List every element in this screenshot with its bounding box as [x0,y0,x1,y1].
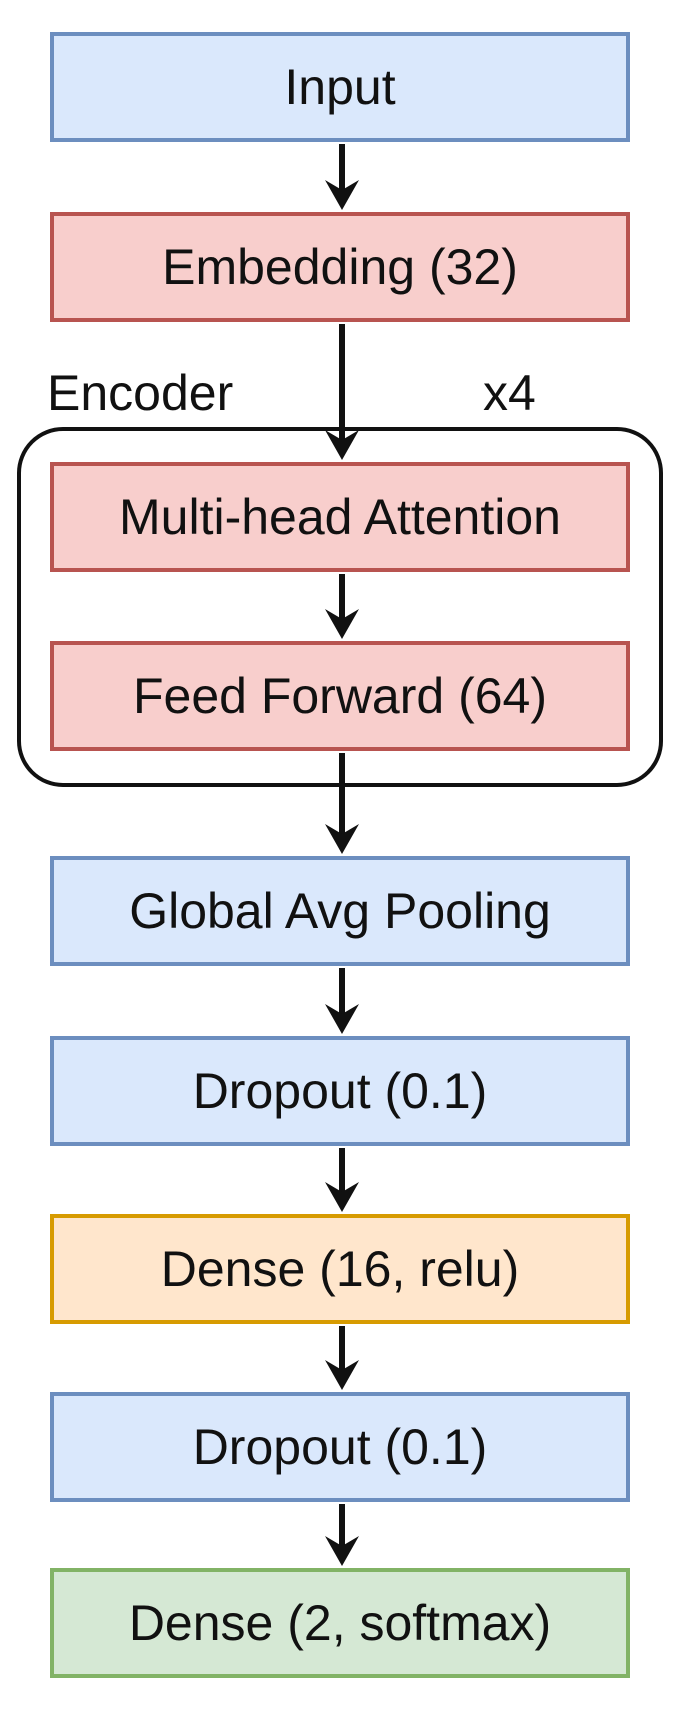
embedding-node: Embedding (32) [50,212,630,322]
multi-head-attention-node: Multi-head Attention [50,462,630,572]
edge-arrowhead-input-to-embedding [325,180,359,210]
dense-softmax-node: Dense (2, softmax) [50,1568,630,1678]
edge-arrowhead-dropout_1-to-dense_relu [325,1182,359,1212]
input-node: Input [50,32,630,142]
dropout-node-2: Dropout (0.1) [50,1392,630,1502]
dense-relu-node: Dense (16, relu) [50,1214,630,1324]
edge-arrowhead-dropout_2-to-dense_softmax [325,1536,359,1566]
repeat-count-label: x4 [483,365,536,421]
edge-arrowhead-dense_relu-to-dropout_2 [325,1360,359,1390]
edge-arrowhead-feed_forward-to-global_avg_pooling [325,824,359,854]
edge-arrowhead-global_avg_pooling-to-dropout_1 [325,1004,359,1034]
dropout-node-1: Dropout (0.1) [50,1036,630,1146]
encoder-label: Encoder [47,365,234,421]
global-avg-pooling-node: Global Avg Pooling [50,856,630,966]
feed-forward-node: Feed Forward (64) [50,641,630,751]
edge-group [325,144,359,1566]
